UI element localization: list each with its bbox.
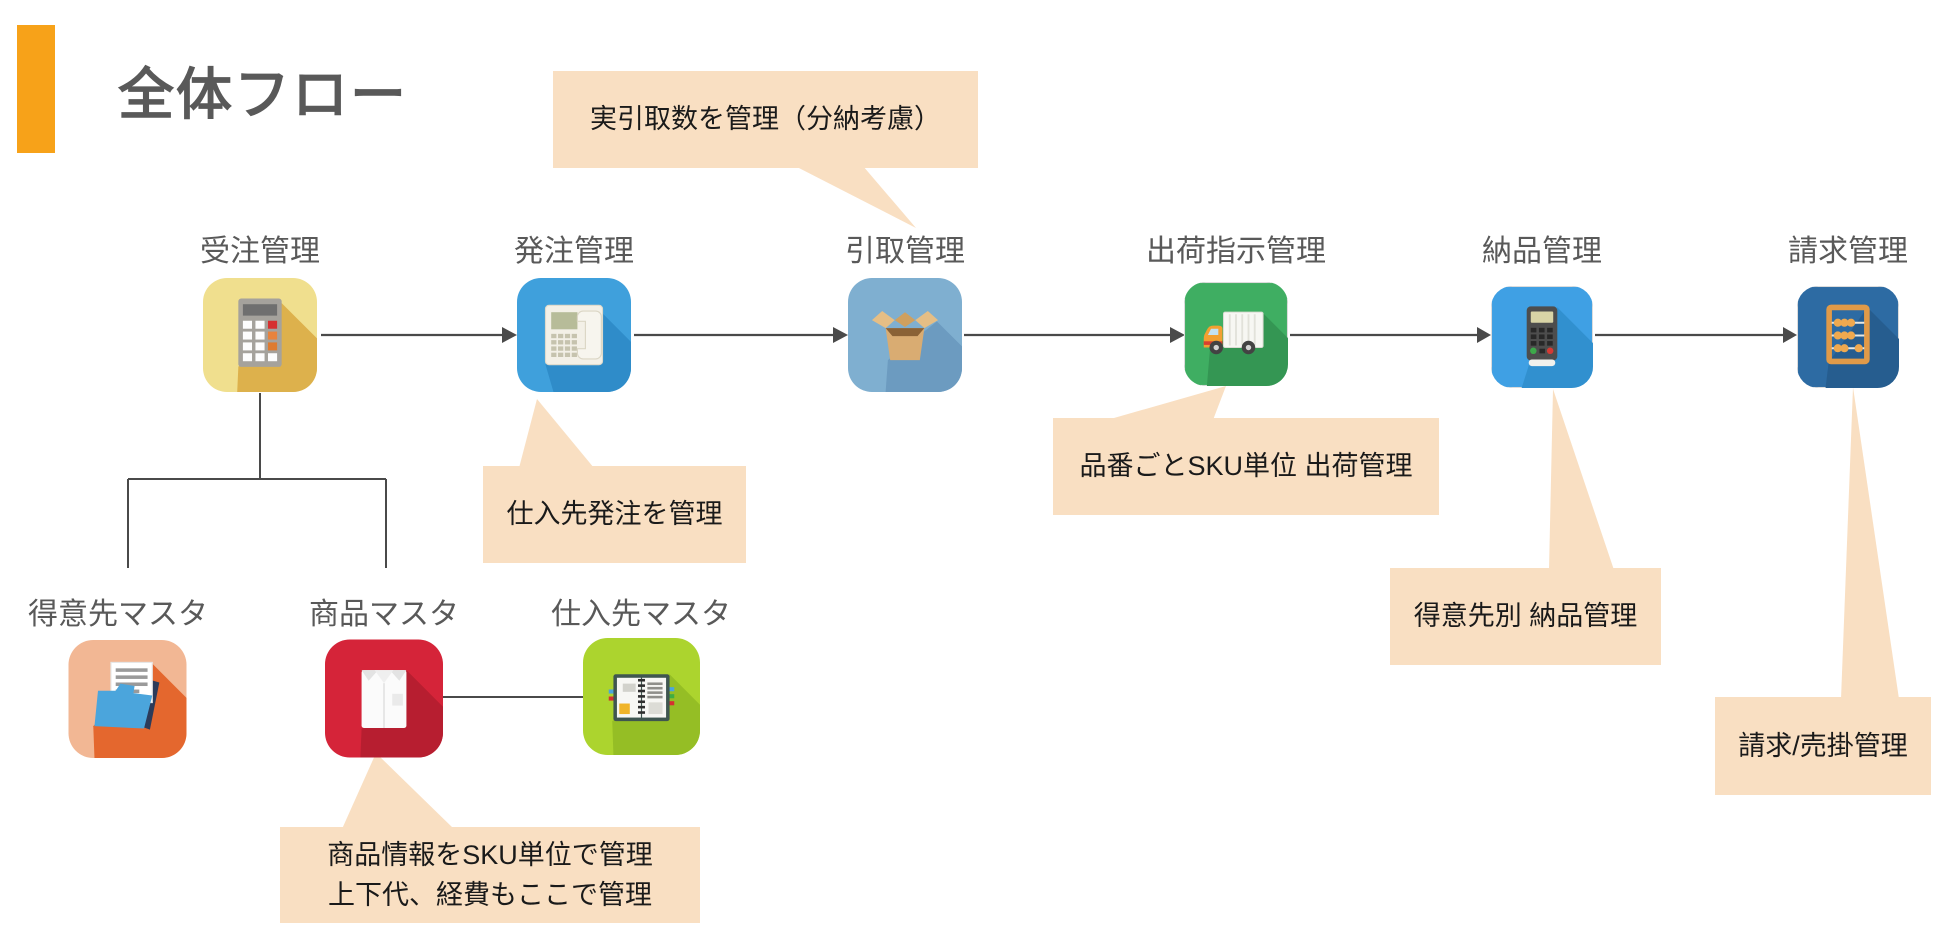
callout-tail-billing <box>1841 387 1899 699</box>
step-icon-purchase-mgmt <box>517 278 631 392</box>
master-icon-customer <box>68 640 187 758</box>
callout-billing-text: 請求/売掛管理 <box>1738 730 1908 761</box>
callout-pickup-text: 実引取数を管理（分納考慮） <box>590 104 941 135</box>
step-label-pickup-mgmt: 引取管理 <box>845 235 965 268</box>
truck-icon <box>1184 282 1288 386</box>
step-label-delivery-mgmt: 納品管理 <box>1482 235 1602 268</box>
step-label-purchase-mgmt: 発注管理 <box>514 235 634 268</box>
master-label-supplier: 仕入先マスタ <box>551 598 731 631</box>
step-label-order-mgmt: 受注管理 <box>200 235 320 268</box>
callout-tail-product <box>342 753 454 829</box>
step-icon-delivery-mgmt <box>1491 286 1593 388</box>
callout-product: 商品情報をSKU単位で管理 上下代、経費もここで管理 <box>280 827 700 923</box>
callout-tail-purchase <box>519 399 594 468</box>
pos-terminal-icon <box>1491 286 1593 388</box>
callout-purchase: 仕入先発注を管理 <box>483 466 746 563</box>
desk-phone-icon <box>517 278 631 392</box>
master-connector-lines <box>127 393 583 698</box>
callout-shipping: 品番ごとSKU単位 出荷管理 <box>1053 418 1439 515</box>
planner-icon <box>583 638 700 755</box>
open-box-icon <box>848 278 962 392</box>
page-title: 全体フロー <box>118 63 408 126</box>
step-icon-order-mgmt <box>203 278 317 392</box>
callout-tail-shipping <box>1107 386 1226 420</box>
step-label-shipping-mgmt: 出荷指示管理 <box>1146 235 1326 268</box>
callout-delivery: 得意先別 納品管理 <box>1390 568 1661 665</box>
master-icon-product <box>325 639 443 758</box>
step-icon-shipping-mgmt <box>1184 282 1288 386</box>
step-icon-billing-mgmt <box>1797 286 1899 388</box>
folder-icon <box>68 640 187 758</box>
callout-product-line2: 上下代、経費もここで管理 <box>328 880 652 910</box>
shirt-icon <box>325 639 443 758</box>
callout-shipping-text: 品番ごとSKU単位 出荷管理 <box>1079 451 1413 482</box>
calculator-icon <box>203 278 317 392</box>
master-label-product: 商品マスタ <box>309 598 459 631</box>
callout-billing: 請求/売掛管理 <box>1715 697 1931 795</box>
callout-product-line1: 商品情報をSKU単位で管理 <box>327 839 653 870</box>
callout-purchase-text: 仕入先発注を管理 <box>506 499 723 530</box>
step-icon-pickup-mgmt <box>848 278 962 392</box>
abacus-icon <box>1797 286 1899 388</box>
flow-arrowheads <box>502 327 1797 343</box>
callout-tail-delivery <box>1549 389 1614 570</box>
callout-tail-pickup <box>795 166 916 228</box>
step-label-billing-mgmt: 請求管理 <box>1788 235 1908 268</box>
master-label-customer: 得意先マスタ <box>28 598 208 631</box>
title-accent-bar <box>17 25 55 153</box>
callout-delivery-text: 得意先別 納品管理 <box>1413 601 1638 632</box>
master-icon-supplier <box>583 638 700 755</box>
callout-pickup: 実引取数を管理（分納考慮） <box>553 71 978 168</box>
